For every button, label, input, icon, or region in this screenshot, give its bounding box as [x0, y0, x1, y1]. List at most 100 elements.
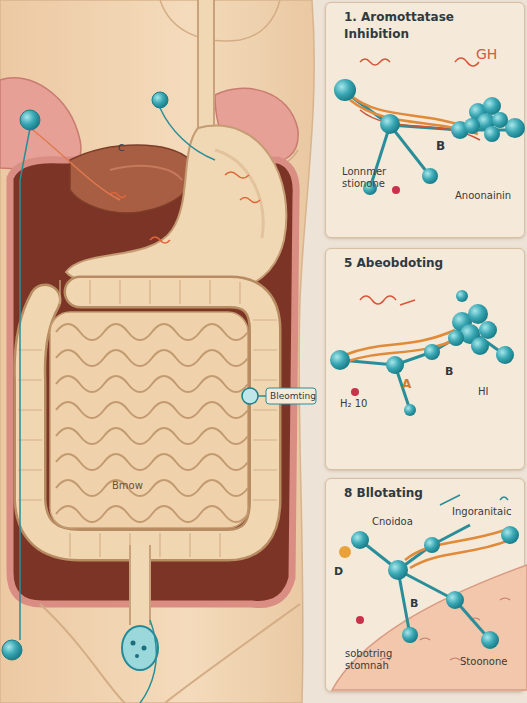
protein-cluster [464, 97, 508, 142]
panel3-molecules-part [380, 598, 510, 660]
panel3-molecules-part [501, 526, 519, 544]
info-panel: 5 Abeobdoting [325, 248, 525, 470]
diagram-label: B [410, 598, 430, 610]
small-intestine-part [50, 312, 248, 528]
protein-cluster [448, 304, 497, 355]
torso [0, 0, 314, 703]
diagram-label: sobotring stomnah [345, 648, 405, 672]
colon-part [30, 292, 265, 545]
liver-part [110, 166, 182, 180]
colon-part [30, 292, 265, 545]
protein-cluster-part [464, 118, 480, 134]
esophagus-part [198, 0, 214, 135]
small-intestine-part [56, 376, 248, 392]
panel3-molecules [332, 495, 527, 690]
bladder-marker-part [122, 626, 158, 670]
stomach-part [215, 150, 263, 238]
diagram-label: C [118, 142, 138, 154]
leader-lines-part [30, 128, 120, 200]
panel2-molecules-part [360, 296, 415, 305]
panel2-molecules-part [404, 404, 416, 416]
panel2-molecules [330, 290, 514, 416]
diagram-label: Cnoidoa [372, 516, 432, 528]
panel1-molecules-part [392, 186, 400, 194]
diagram-label: Anoonainin [455, 190, 525, 202]
protein-cluster-part [468, 304, 488, 324]
diagram-label: Ingoranitaic [452, 506, 524, 518]
panel3-molecules-part [351, 531, 369, 549]
protein-cluster-part [477, 113, 495, 131]
panel3-molecules-part [388, 560, 408, 580]
stomach-part [240, 198, 260, 203]
esophagus-part [199, 0, 213, 134]
panel1-molecules-part [422, 168, 438, 184]
diagram-label: B [436, 140, 456, 152]
bladder-marker-part [135, 654, 139, 658]
small-intestine-part [56, 324, 248, 340]
esophagus [198, 0, 214, 135]
bladder-marker-part [142, 646, 147, 651]
pelvis-part [131, 545, 149, 625]
panel3-molecules-part [424, 537, 440, 553]
small-intestine [50, 312, 248, 528]
colon [18, 280, 277, 557]
panel3-molecules-part [446, 591, 464, 609]
pelvis-part [130, 545, 150, 625]
stomach-part [150, 237, 170, 243]
panel3-molecules-part [440, 495, 508, 505]
panel1-molecules-part [505, 118, 525, 138]
panel-heading: 8 Bllotating [344, 485, 504, 502]
panel-heading: 5 Abeobdoting [344, 255, 504, 272]
diagram-label: Lonnmer stionone [342, 166, 398, 190]
small-intestine-part [56, 454, 248, 470]
diagram-label: HI [478, 386, 508, 398]
panel3-molecules-part [356, 616, 364, 624]
torso-part [0, 0, 314, 703]
bladder-marker-part [131, 641, 136, 646]
pelvis [40, 545, 300, 703]
protein-cluster-part [452, 312, 472, 332]
diagram-label: Bleomting [270, 390, 320, 402]
panel1-molecules-part [350, 95, 478, 134]
panel1-molecules-part [360, 58, 479, 66]
leader-lines-part [160, 108, 215, 160]
leader-lines-part [2, 640, 22, 660]
panel1-molecules-part [360, 110, 480, 140]
stomach-part [225, 172, 249, 178]
protein-cluster-part [469, 103, 487, 121]
small-intestine-part [56, 428, 248, 444]
panel1-molecules-part [380, 114, 400, 134]
small-intestine-part [56, 506, 248, 522]
leader-lines-part [140, 620, 156, 703]
leader-lines-part [20, 128, 30, 640]
small-intestine-part [56, 350, 248, 366]
diagram-label: B [445, 366, 465, 378]
info-panel: 1. Aromottatase Inhibition [325, 2, 525, 238]
diagram-label: H₂ 10 [340, 398, 390, 410]
protein-cluster-part [484, 126, 500, 142]
panel2-molecules-part [345, 330, 460, 362]
panel2-molecules-part [386, 356, 404, 374]
panel1-molecules-part [451, 121, 469, 139]
leader-lines-part [20, 110, 40, 130]
diagram-label: A [402, 378, 422, 390]
small-intestine-part [56, 480, 248, 496]
bladder-marker [122, 626, 158, 670]
diagram-label: GH [476, 48, 516, 60]
panel-heading: 1. Aromottatase Inhibition [344, 9, 504, 43]
panel2-molecules-part [340, 330, 505, 410]
panel2-molecules-part [424, 344, 440, 360]
panel3-molecules-part [402, 627, 418, 643]
leader-lines [2, 92, 316, 703]
leader-lines-part [152, 92, 168, 108]
stomach [66, 126, 286, 294]
torso-part [160, 0, 280, 41]
panel2-molecules-part [456, 290, 468, 302]
panel2-molecules-part [330, 350, 350, 370]
protein-cluster-part [471, 337, 489, 355]
panel3-molecules-part [360, 525, 490, 640]
